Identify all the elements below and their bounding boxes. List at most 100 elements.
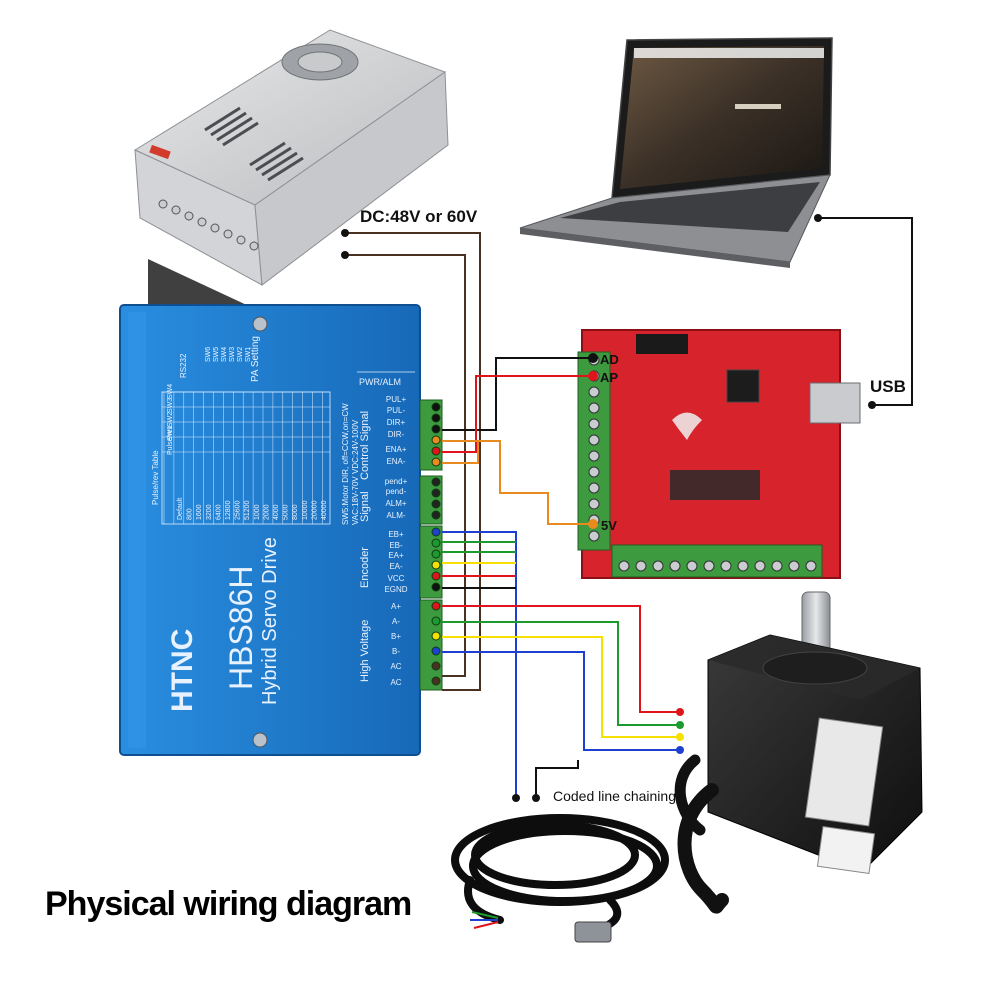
- usb-port: [809, 382, 861, 424]
- driver-subtitle: Hybrid Servo Drive: [259, 537, 281, 705]
- pin-label: EGND: [384, 585, 407, 594]
- board-terminal-screw: [720, 560, 732, 572]
- pa-setting-label: PA Setting: [250, 336, 261, 382]
- pulse-value: 12800: [225, 500, 232, 520]
- power-voltage-label: DC:48V or 60V: [360, 207, 478, 226]
- control-board: [577, 329, 861, 579]
- driver-terminal-screw: [431, 549, 441, 559]
- switch-label: SW5: [213, 347, 220, 362]
- ad-label: AD: [600, 352, 619, 367]
- pin-label: AC: [390, 678, 401, 687]
- pulse-table-title: Pulse/rev Table: [151, 450, 160, 505]
- top-screw: [252, 316, 268, 332]
- board-terminal-screw: [686, 560, 698, 572]
- switch-label: SW6: [205, 347, 212, 362]
- pulse-value: 8000: [292, 504, 299, 520]
- switch-label: SW3: [229, 347, 236, 362]
- motor-nameplate: [804, 717, 884, 827]
- five-v-label: 5V: [601, 518, 617, 533]
- driver-terminal-screw: [431, 631, 441, 641]
- board-terminal-screw: [588, 530, 600, 542]
- switch-label: SW2: [237, 347, 244, 362]
- board-header-connector: [636, 334, 688, 354]
- pin-label: ALM-: [386, 511, 405, 520]
- rs232-label: RS232: [179, 353, 188, 378]
- board-bottom-terminal: [611, 544, 823, 578]
- driver-terminal-screw: [431, 499, 441, 509]
- voltage-note: VAC:18V-70V VDC:24V-100V: [351, 419, 360, 525]
- pin-label: A-: [392, 617, 400, 626]
- wires: [345, 217, 913, 798]
- board-eagle-logo: [672, 412, 702, 440]
- driver-terminal-screw: [431, 457, 441, 467]
- board-terminal-screw: [703, 560, 715, 572]
- driver-terminal-screw: [431, 601, 441, 611]
- pulse-table-header: SW1: [167, 426, 174, 441]
- pulse-table-header: Pulse/rev: [167, 425, 174, 455]
- signal-label: Signal: [359, 491, 371, 522]
- pulse-value: 40000: [321, 500, 328, 520]
- motor-warning-label: [816, 826, 876, 874]
- driver-terminal-screw: [431, 676, 441, 686]
- switch-label: SW4: [221, 347, 228, 362]
- board-chip: [726, 369, 760, 403]
- pulse-value: 10000: [302, 500, 309, 520]
- laptop-screen: [620, 46, 824, 189]
- pin-label: B+: [391, 632, 401, 641]
- pin-label: EB-: [389, 541, 403, 550]
- pulse-table-header: SW2: [167, 412, 174, 427]
- coded-line-label: Coded line chaining: [553, 788, 676, 804]
- pwr-alm-label: PWR/ALM: [359, 377, 401, 387]
- driver-terminal-screw: [431, 435, 441, 445]
- driver-terminal-screw: [431, 488, 441, 498]
- db-connector: [574, 921, 612, 943]
- pulse-value: 20000: [311, 500, 318, 520]
- pulse-table-header: SW4: [167, 384, 174, 399]
- board-terminal-screw: [588, 482, 600, 494]
- pulse-value: 1600: [196, 504, 203, 520]
- pin-label: EA+: [388, 551, 404, 560]
- board-terminal-screw: [588, 418, 600, 430]
- driver-terminal-screw: [431, 616, 441, 626]
- pulse-value: Default: [177, 498, 184, 520]
- pin-label: AC: [390, 662, 401, 671]
- driver-terminal-screw: [431, 646, 441, 656]
- board-terminal-screw: [754, 560, 766, 572]
- board-terminal-screw: [588, 466, 600, 478]
- encoder-label: Encoder: [359, 547, 371, 588]
- board-terminal-screw: [669, 560, 681, 572]
- pin-label: EB+: [388, 530, 404, 539]
- pin-label: VCC: [388, 574, 405, 583]
- board-terminal-screw: [737, 560, 749, 572]
- pulse-value: 3200: [206, 504, 213, 520]
- cable-loose-wires: [470, 911, 499, 929]
- board-terminal-screw: [588, 434, 600, 446]
- encoder-cable: [451, 814, 669, 934]
- driver-terminal-screw: [431, 571, 441, 581]
- pulse-value: 800: [187, 508, 194, 520]
- driver-terminal-screw: [431, 477, 441, 487]
- diagram-title: Physical wiring diagram: [45, 885, 465, 935]
- driver-terminal-screw: [431, 424, 441, 434]
- brand-logo: HTNC: [166, 629, 199, 712]
- pin-label: pend+: [385, 477, 408, 486]
- board-terminal-screw: [588, 450, 600, 462]
- driver-terminal-screw: [431, 527, 441, 537]
- driver-terminal-screw: [431, 402, 441, 412]
- board-terminal-screw: [635, 560, 647, 572]
- board-terminal-screw: [588, 402, 600, 414]
- board-terminal-screw: [618, 560, 630, 572]
- control-signal-label: Control Signal: [359, 411, 371, 480]
- board-terminal-screw: [788, 560, 800, 572]
- board-terminal-screw: [652, 560, 664, 572]
- board-terminal-screw: [771, 560, 783, 572]
- laptop: [519, 37, 833, 268]
- pulse-value: 51200: [244, 500, 251, 520]
- psu-vents: [204, 106, 304, 182]
- pin-label: PUL-: [387, 406, 406, 415]
- driver-terminal-screw: [431, 582, 441, 592]
- sw-note: SW5:Motor DIR, off=CCW,on=CW: [341, 403, 350, 525]
- pin-label: PUL+: [386, 395, 407, 404]
